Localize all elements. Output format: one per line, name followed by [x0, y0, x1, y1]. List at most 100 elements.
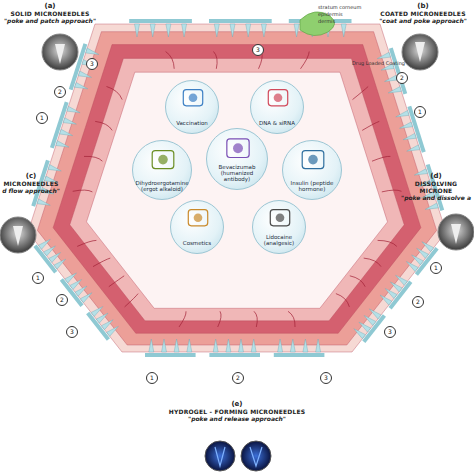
skin-stratum-corneum — [28, 24, 446, 352]
callout-number: 2 — [232, 372, 244, 384]
type-panel: (c)MICRONEEDLESd flow approach" — [0, 172, 62, 202]
application-circle: Bevacizumab (humanized antibody) — [206, 128, 268, 190]
sem-photo — [402, 34, 438, 70]
microneedle — [67, 106, 80, 112]
skin-epidermis — [37, 32, 436, 345]
microneedle — [150, 24, 155, 37]
layer-label: dermis — [318, 18, 335, 24]
patch-backing — [129, 19, 192, 23]
blood-vessel — [288, 311, 295, 327]
needle-photo — [13, 226, 23, 246]
application-label: Dihydroergotamine (ergot alkaloid) — [132, 180, 191, 199]
application-label: Lidocaine (analgesic) — [253, 234, 305, 253]
callout-number: 3 — [320, 372, 332, 384]
blood-vessel — [95, 121, 112, 130]
microneedle — [54, 259, 66, 269]
microneedle — [86, 48, 99, 54]
application-circle: Vaccination — [165, 80, 219, 134]
microneedle — [182, 24, 187, 37]
application-label: Insulin (peptide hormone) — [283, 180, 341, 199]
blood-vessel — [93, 258, 110, 267]
microneedle — [166, 24, 171, 37]
blood-vessel — [382, 190, 402, 192]
blood-vessel — [364, 258, 381, 267]
panel-letter: (c) — [0, 172, 62, 180]
blood-vessel — [109, 276, 124, 287]
patch-backing — [145, 353, 196, 357]
panel-subtitle: d flow approach" — [0, 187, 62, 194]
microneedle — [417, 248, 429, 258]
patch-backing — [274, 353, 325, 357]
microneedle — [406, 262, 418, 272]
application-circle: Lidocaine (analgesic) — [252, 200, 306, 254]
microneedle — [246, 24, 251, 37]
icon-shape — [276, 213, 285, 222]
application-icon — [171, 201, 225, 255]
microneedle — [422, 242, 434, 252]
icon-shape — [194, 213, 203, 222]
application-circle: Insulin (peptide hormone) — [282, 140, 342, 200]
application-icon — [251, 81, 305, 135]
blood-vessel — [125, 294, 139, 307]
type-panel: (a)SOLID MICRONEEDLES"poke and patch app… — [0, 2, 100, 32]
microneedle — [44, 246, 56, 256]
panel-subtitle: "poke and patch approach" — [0, 17, 100, 24]
sem-photo — [42, 34, 78, 70]
panel-letter: (e) — [130, 400, 344, 408]
microneedle — [49, 253, 61, 263]
callout-number: 1 — [414, 106, 426, 118]
layer-label: stratum corneum — [318, 4, 361, 10]
skin-layers — [28, 24, 446, 352]
panel-title: DISSOLVING MICRONE — [398, 180, 474, 194]
microneedle — [65, 273, 77, 283]
microneedle — [400, 122, 413, 128]
microneedle — [107, 326, 119, 336]
microneedle — [70, 280, 82, 290]
blood-vessel — [179, 311, 186, 327]
panel-letter: (d) — [398, 172, 474, 180]
type-panel: (d)DISSOLVING MICRONE"poke and dissolve … — [398, 172, 474, 202]
microneedle — [278, 339, 283, 352]
icon-shape — [270, 210, 289, 226]
callout-number: 1 — [430, 262, 442, 274]
microneedle — [174, 339, 179, 352]
microneedle — [425, 203, 438, 209]
microneedle — [403, 133, 416, 139]
panel-title: MICRONEEDLES — [0, 180, 62, 187]
microneedle — [261, 24, 266, 37]
microneedle — [369, 309, 381, 319]
microneedle — [63, 118, 76, 124]
layer-label: epidermis — [318, 11, 343, 17]
icon-shape — [183, 90, 202, 106]
application-circle: Dihydroergotamine (ergot alkaloid) — [132, 140, 192, 200]
skin-interior — [87, 72, 388, 308]
needle-outline — [250, 447, 262, 466]
panel-letter: (a) — [0, 2, 100, 10]
application-icon — [253, 201, 307, 255]
microneedle — [388, 87, 401, 93]
blood-vessel — [353, 87, 369, 100]
callout-number: 3 — [252, 44, 264, 56]
microneedle — [214, 24, 219, 37]
blood-vessel — [350, 276, 365, 287]
microneedle — [78, 71, 91, 77]
microneedle — [60, 129, 73, 135]
microneedle — [226, 339, 231, 352]
microneedle — [414, 169, 427, 175]
callout-label: Drug Loaded Coating — [352, 60, 405, 66]
callout-number: 1 — [32, 272, 44, 284]
callout-number: 3 — [86, 58, 98, 70]
callout-number: 3 — [66, 326, 78, 338]
icon-shape — [189, 93, 198, 102]
type-panel: (e)HYDROGEL - FORMING MICRONEEDLES"poke … — [130, 400, 344, 430]
fluorescence-photo — [241, 441, 271, 471]
microneedle — [230, 24, 235, 37]
blood-vessel — [77, 240, 96, 246]
blood-vessel — [73, 190, 93, 192]
fluorescence-photo — [205, 441, 235, 471]
microneedle — [407, 145, 420, 151]
microneedle — [37, 199, 50, 205]
sem-photo — [0, 217, 36, 253]
microneedle — [412, 255, 424, 265]
callout-number: 1 — [146, 372, 158, 384]
